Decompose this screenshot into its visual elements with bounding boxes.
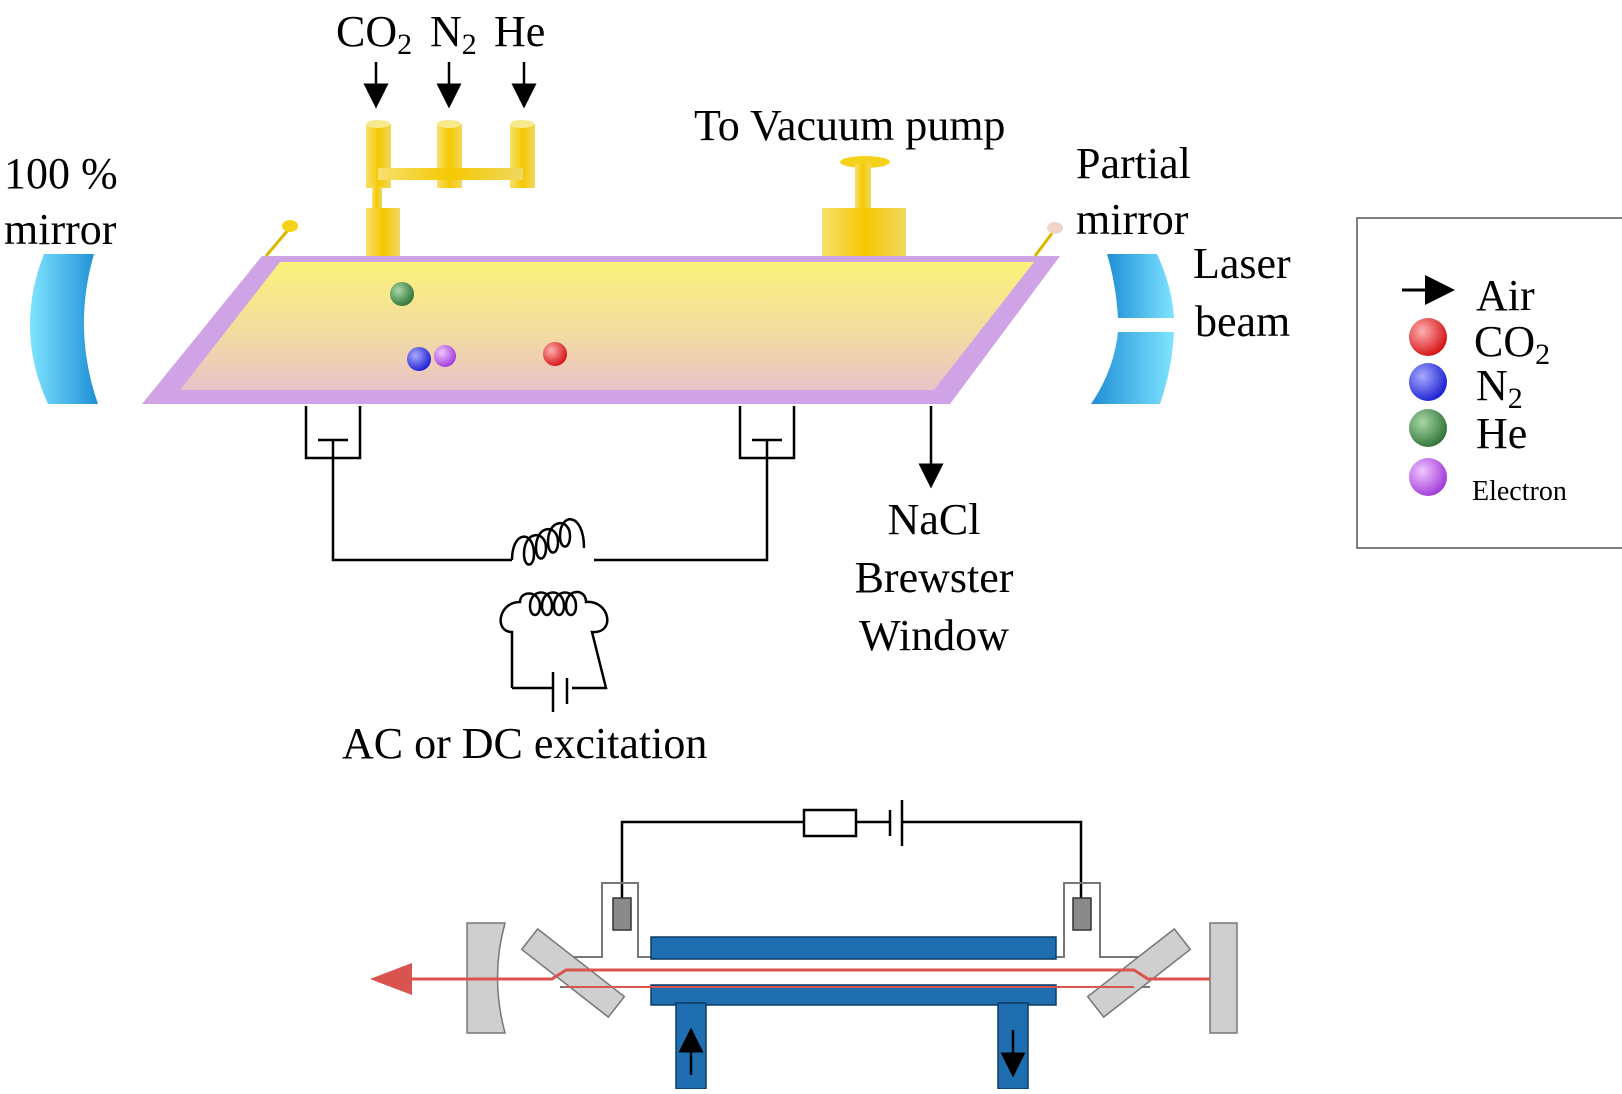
laser-beam-label-1: Laser — [1193, 239, 1291, 288]
electrode-knob-right — [1047, 222, 1063, 234]
partial-mirror — [1091, 254, 1174, 404]
excitation-label: AC or DC excitation — [342, 719, 707, 768]
electron — [434, 345, 456, 367]
molecules — [390, 282, 567, 371]
gas-labels: CO2 N2 He — [336, 7, 545, 61]
partial-mirror-label-2: mirror — [1076, 195, 1189, 244]
vacuum-label: To Vacuum pump — [694, 101, 1005, 150]
gas-label-n2: N2 — [430, 7, 477, 61]
electrode-knob-left — [282, 220, 298, 232]
legend-electron-label: Electron — [1472, 476, 1567, 507]
power-circuit — [620, 800, 1083, 930]
brewster-window-left — [520, 927, 626, 1019]
full-mirror-label-2: mirror — [4, 205, 117, 254]
electrode-right — [1072, 897, 1092, 931]
excitation-circuit — [304, 406, 796, 712]
lower-schematic — [370, 800, 1238, 1090]
legend-air-label: Air — [1476, 271, 1535, 320]
co2-molecule — [543, 342, 567, 366]
electrode-left — [612, 897, 632, 931]
legend-co2-sphere — [1409, 318, 1447, 356]
gas-arrows — [363, 62, 537, 109]
gas-manifold — [366, 120, 535, 256]
laser-tube — [142, 220, 1063, 404]
full-mirror-label-1: 100 % — [4, 149, 118, 198]
laser-beam-label-2: beam — [1195, 297, 1290, 346]
laser-output-arrow — [370, 963, 412, 995]
coolant-jacket-bottom — [650, 984, 1057, 1006]
gas-label-co2: CO2 — [336, 7, 412, 61]
nacl-label-2: Brewster — [855, 553, 1014, 602]
nacl-label-1: NaCl — [888, 495, 981, 544]
legend-co2-label: CO2 — [1474, 317, 1550, 371]
nacl-label-3: Window — [859, 611, 1009, 660]
electrode-pin-left — [264, 229, 290, 257]
legend: Air CO2 N2 He Electron — [1356, 217, 1622, 549]
legend-n2-label: N2 — [1476, 361, 1523, 415]
electrode-pin-right — [1033, 231, 1055, 257]
legend-box — [1356, 217, 1622, 549]
rear-mirror — [1209, 922, 1238, 1034]
legend-n2-sphere — [1409, 363, 1447, 401]
gas-label-he: He — [494, 7, 545, 56]
legend-he-label: He — [1476, 409, 1527, 458]
vacuum-port — [822, 156, 906, 256]
partial-mirror-label-1: Partial — [1076, 139, 1191, 188]
n2-molecule — [407, 347, 431, 371]
legend-he-sphere — [1409, 409, 1447, 447]
full-mirror — [29, 254, 98, 404]
he-atom — [390, 282, 414, 306]
coolant-jacket-top — [650, 936, 1057, 960]
legend-electron-sphere — [1409, 458, 1447, 496]
laser-beam-line — [412, 968, 1210, 981]
